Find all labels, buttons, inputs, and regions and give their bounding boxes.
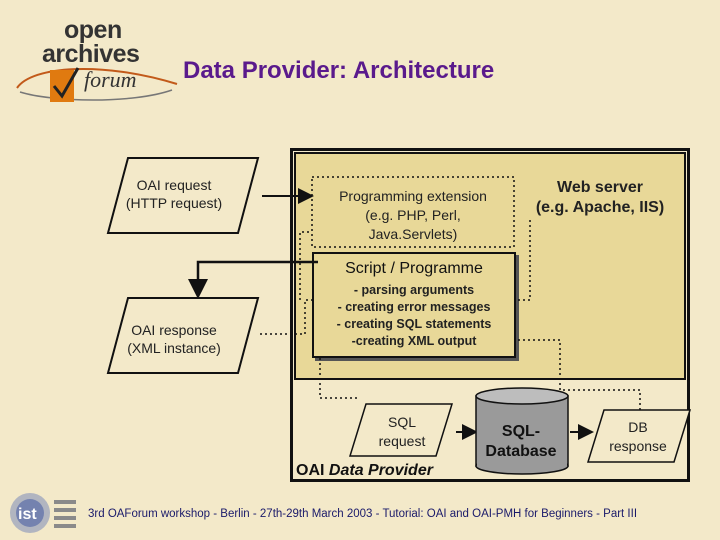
script-line: -creating XML output [351, 334, 477, 348]
web-server-label: Web server (e.g. Apache, IIS) [520, 178, 680, 218]
script-line: - creating error messages [337, 300, 491, 314]
sql-request-line2: request [378, 433, 426, 449]
ist-logo-text: ist [18, 506, 37, 523]
logo-open: open [64, 16, 122, 44]
ist-logo-icon: ist [10, 493, 76, 533]
script-line: - parsing arguments [353, 283, 475, 297]
script-line: - creating SQL statements [336, 317, 492, 331]
response-dotted-link [260, 299, 312, 335]
provider-label-prefix: OAI [296, 462, 325, 479]
db-response-label: DB response [592, 418, 684, 456]
db-response-line2: response [609, 438, 667, 454]
script-lines: - parsing arguments - creating error mes… [312, 282, 516, 350]
script-programme-box [312, 252, 516, 358]
prog-ext-line2: (e.g. PHP, Perl, [365, 207, 461, 223]
oai-request-line1: OAI request [136, 177, 212, 193]
db-response-shape [586, 409, 692, 463]
programming-extension-label: Programming extension (e.g. PHP, Perl, J… [318, 187, 508, 244]
provider-label-italic: Data Provider [328, 462, 433, 479]
sql-database-label: SQL- Database [472, 422, 570, 462]
programming-extension-box [311, 176, 515, 248]
prog-ext-line3: Java.Servlets) [368, 226, 458, 242]
oai-data-provider-label: OAI Data Provider [296, 462, 433, 480]
oai-request-line2: (HTTP request) [125, 195, 223, 211]
response-arrow [188, 260, 318, 299]
db-response-script-link [518, 339, 641, 410]
sql-request-line1: SQL [387, 414, 416, 430]
prog-ext-line1: Programming extension [339, 188, 487, 204]
page-title: Data Provider: Architecture [183, 57, 495, 84]
oai-response-line2: (XML instance) [127, 340, 221, 356]
script-ext-link [299, 231, 312, 300]
open-archives-forum-logo: open archives forum [10, 16, 180, 102]
web-server-line1: Web server [557, 179, 643, 196]
sql-database-line1: SQL- [501, 423, 541, 440]
db-response-line1: DB [628, 419, 648, 435]
sql-request-label: SQL request [360, 413, 444, 451]
oai-response-line1: OAI response [131, 322, 217, 338]
webserver-script-link [518, 220, 531, 301]
logo-forum: forum [84, 67, 137, 92]
sql-database-cylinder [475, 387, 569, 475]
oai-request-label: OAI request (HTTP request) [110, 176, 238, 212]
oai-response-label: OAI response (XML instance) [110, 321, 238, 357]
script-sql-link [319, 358, 358, 399]
footer-text: 3rd OAForum workshop - Berlin - 27th-29t… [88, 508, 638, 520]
web-server-line2: (e.g. Apache, IIS) [535, 199, 665, 216]
logo-swoosh-icon [16, 67, 178, 101]
script-title: Script / Programme [345, 260, 483, 277]
logo-check-icon [50, 67, 80, 102]
oai-request-shape [106, 157, 260, 234]
oai-response-shape [106, 297, 260, 374]
sql-request-shape [348, 403, 454, 457]
sql-database-line2: Database [485, 443, 557, 460]
logo-archives: archives [42, 40, 140, 68]
